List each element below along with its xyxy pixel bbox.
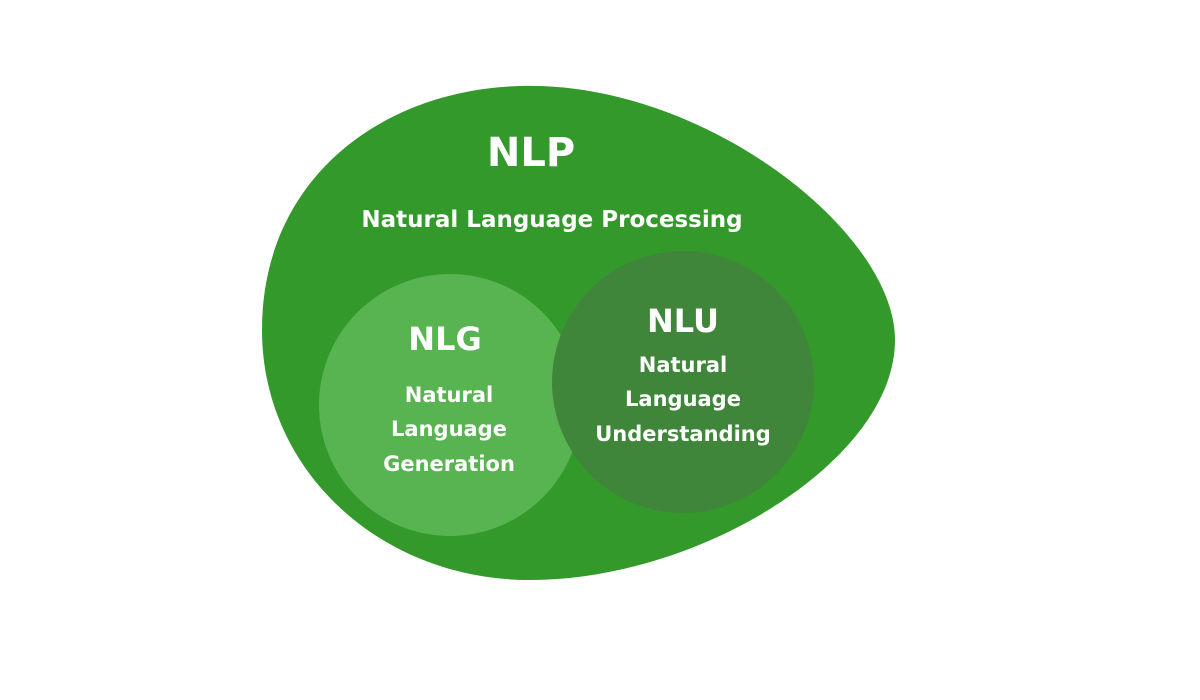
nlu-line-1: Natural xyxy=(638,353,728,377)
nlu-line-2: Language xyxy=(625,387,741,411)
nlp-abbr: NLP xyxy=(486,130,576,176)
nlg-line-3: Generation xyxy=(383,452,515,476)
nlu-line-3: Understanding xyxy=(595,422,771,446)
nlg-circle xyxy=(319,274,581,536)
nlg-line-1: Natural xyxy=(404,383,494,407)
nlg-abbr: NLG xyxy=(408,320,482,358)
nlg-line-2: Language xyxy=(391,417,507,441)
nlu-abbr: NLU xyxy=(646,302,720,340)
nlu-circle xyxy=(552,251,814,513)
nlp-full: Natural Language Processing xyxy=(361,207,743,233)
